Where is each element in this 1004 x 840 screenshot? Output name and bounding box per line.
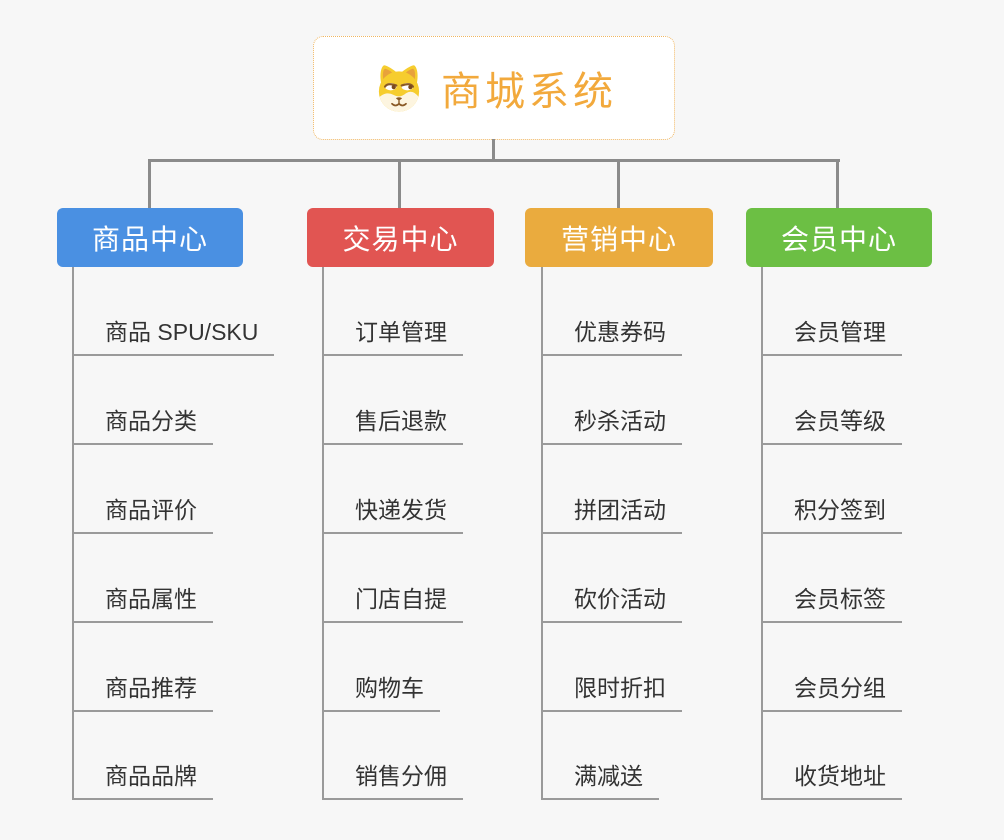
leaf-node[interactable]: 会员标签 [761, 581, 902, 623]
connector-root-trunk [492, 139, 495, 162]
connector-drop-marketing-center [617, 159, 620, 209]
branch-header-product-center[interactable]: 商品中心 [57, 208, 243, 267]
branch-header-marketing-center[interactable]: 营销中心 [525, 208, 713, 267]
root-node[interactable]: 商城系统 [313, 36, 675, 140]
leaf-node[interactable]: 收货地址 [761, 758, 902, 800]
branch-header-member-center[interactable]: 会员中心 [746, 208, 932, 267]
leaf-node[interactable]: 商品属性 [72, 581, 213, 623]
branch-header-trade-center[interactable]: 交易中心 [307, 208, 494, 267]
leaf-node[interactable]: 售后退款 [322, 403, 463, 445]
leaf-node[interactable]: 商品推荐 [72, 670, 213, 712]
leaf-node[interactable]: 会员等级 [761, 403, 902, 445]
leaf-node[interactable]: 优惠券码 [541, 314, 682, 356]
leaf-node[interactable]: 销售分佣 [322, 758, 463, 800]
leaf-node[interactable]: 会员管理 [761, 314, 902, 356]
leaf-node[interactable]: 快递发货 [322, 492, 463, 534]
leaf-node[interactable]: 积分签到 [761, 492, 902, 534]
leaf-node[interactable]: 订单管理 [322, 314, 463, 356]
leaf-node[interactable]: 满减送 [541, 758, 659, 800]
leaf-node[interactable]: 商品评价 [72, 492, 213, 534]
dog-icon [378, 65, 420, 112]
leaf-node[interactable]: 商品品牌 [72, 758, 213, 800]
connector-horizontal-bar [148, 159, 840, 162]
leaf-node[interactable]: 商品 SPU/SKU [72, 314, 275, 356]
leaf-node[interactable]: 限时折扣 [541, 670, 682, 712]
leaf-node[interactable]: 会员分组 [761, 670, 902, 712]
leaf-node[interactable]: 商品分类 [72, 403, 213, 445]
root-node-label: 商城系统 [441, 70, 617, 114]
leaf-node[interactable]: 门店自提 [322, 581, 463, 623]
connector-drop-member-center [836, 159, 839, 209]
leaf-node[interactable]: 购物车 [322, 670, 440, 712]
connector-drop-product-center [148, 159, 151, 209]
connector-drop-trade-center [398, 159, 401, 209]
leaf-node[interactable]: 拼团活动 [541, 492, 682, 534]
leaf-node[interactable]: 砍价活动 [541, 581, 682, 623]
leaf-node[interactable]: 秒杀活动 [541, 403, 682, 445]
